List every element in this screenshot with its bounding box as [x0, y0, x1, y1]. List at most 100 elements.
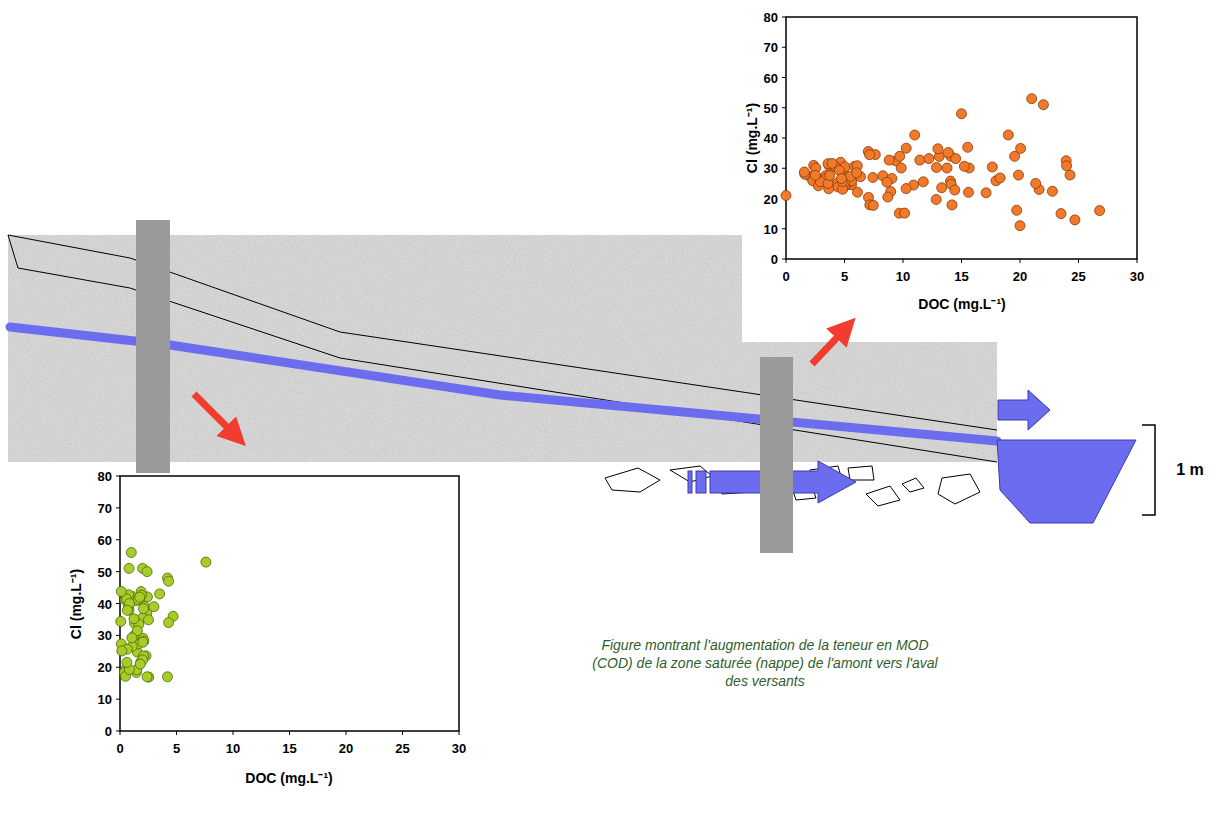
data-point — [164, 618, 174, 628]
axis-label: 10 — [896, 270, 910, 283]
data-point — [884, 155, 894, 165]
axis-label: 30 — [452, 742, 466, 755]
data-point — [1003, 130, 1013, 140]
data-point — [135, 592, 145, 602]
data-point — [947, 200, 957, 210]
tick — [1078, 259, 1079, 263]
axis-label: 0 — [782, 270, 789, 283]
tick — [1020, 259, 1021, 263]
tick — [120, 731, 121, 735]
piezometer — [136, 220, 170, 473]
tick — [289, 731, 290, 735]
data-point — [827, 158, 837, 168]
axis-label: 20 — [1013, 270, 1027, 283]
axis-label: 5 — [173, 742, 180, 755]
axis-label: 80 — [764, 11, 778, 24]
data-points — [116, 94, 1105, 682]
data-point — [138, 604, 148, 614]
data-point — [924, 154, 934, 164]
axis-label: 10 — [764, 222, 778, 235]
axis-label: 0 — [116, 742, 123, 755]
axis-label: 80 — [98, 470, 112, 483]
axis-label: 70 — [98, 501, 112, 514]
data-point — [155, 589, 165, 599]
axis-label: 1 m — [1176, 462, 1204, 478]
data-point — [918, 177, 928, 187]
data-point — [124, 563, 134, 573]
tick — [233, 731, 234, 735]
axis-label: 30 — [764, 162, 778, 175]
flow-arrow — [998, 390, 1050, 430]
data-point — [1062, 161, 1072, 171]
data-point — [1065, 170, 1075, 180]
axis-ticks — [116, 17, 1137, 735]
data-point — [1027, 94, 1037, 104]
pointer-arrow — [812, 328, 846, 364]
plot-frame — [120, 476, 459, 731]
data-point — [900, 208, 910, 218]
axis-label: 10 — [226, 742, 240, 755]
data-point — [799, 167, 809, 177]
data-point — [810, 170, 820, 180]
axis-title: Cl (mg.L⁻¹) — [69, 569, 83, 639]
tick — [116, 571, 120, 572]
tick — [844, 259, 845, 263]
axis-label: 0 — [771, 253, 778, 266]
axis-label: 10 — [98, 693, 112, 706]
data-point — [116, 616, 126, 626]
data-point — [1014, 170, 1024, 180]
data-point — [1015, 221, 1025, 231]
axis-label: 40 — [764, 132, 778, 145]
data-point — [1038, 100, 1048, 110]
axis-label: 50 — [764, 101, 778, 114]
tick — [782, 107, 786, 108]
tick — [782, 17, 786, 18]
data-point — [963, 142, 973, 152]
data-point — [882, 177, 892, 187]
data-point — [138, 637, 148, 647]
tick — [459, 731, 460, 735]
data-point — [1056, 209, 1066, 219]
data-point — [868, 173, 878, 183]
data-point — [135, 659, 145, 669]
data-point — [964, 187, 974, 197]
axis-label: 25 — [395, 742, 409, 755]
axis-label: 0 — [105, 725, 112, 738]
axis-label: 25 — [1071, 270, 1085, 283]
tick — [116, 539, 120, 540]
axis-label: 70 — [764, 41, 778, 54]
data-point — [837, 174, 847, 184]
data-point — [883, 192, 893, 202]
tick — [116, 699, 120, 700]
data-point — [865, 150, 875, 160]
tick — [961, 259, 962, 263]
axis-label: DOC (mg.L⁻¹) — [918, 297, 1005, 311]
tick — [346, 731, 347, 735]
data-point — [853, 187, 863, 197]
tick — [116, 731, 120, 732]
tick — [782, 168, 786, 169]
tick — [903, 259, 904, 263]
tick — [782, 138, 786, 139]
tick — [116, 603, 120, 604]
axis-label: 5 — [841, 270, 848, 283]
data-point — [116, 587, 126, 597]
axis-label: 15 — [954, 270, 968, 283]
data-point — [1070, 215, 1080, 225]
data-point — [896, 163, 906, 173]
data-point — [117, 646, 127, 656]
data-point — [932, 163, 942, 173]
axis-label: 30 — [1130, 270, 1144, 283]
data-point — [943, 148, 953, 158]
tick — [116, 476, 120, 477]
data-point — [825, 171, 835, 181]
data-point — [852, 168, 862, 178]
data-point — [122, 657, 132, 667]
tick — [116, 507, 120, 508]
tick — [786, 259, 787, 263]
data-point — [933, 144, 943, 154]
axis-label: 30 — [98, 629, 112, 642]
data-point — [981, 188, 991, 198]
stream-channel — [997, 440, 1136, 523]
